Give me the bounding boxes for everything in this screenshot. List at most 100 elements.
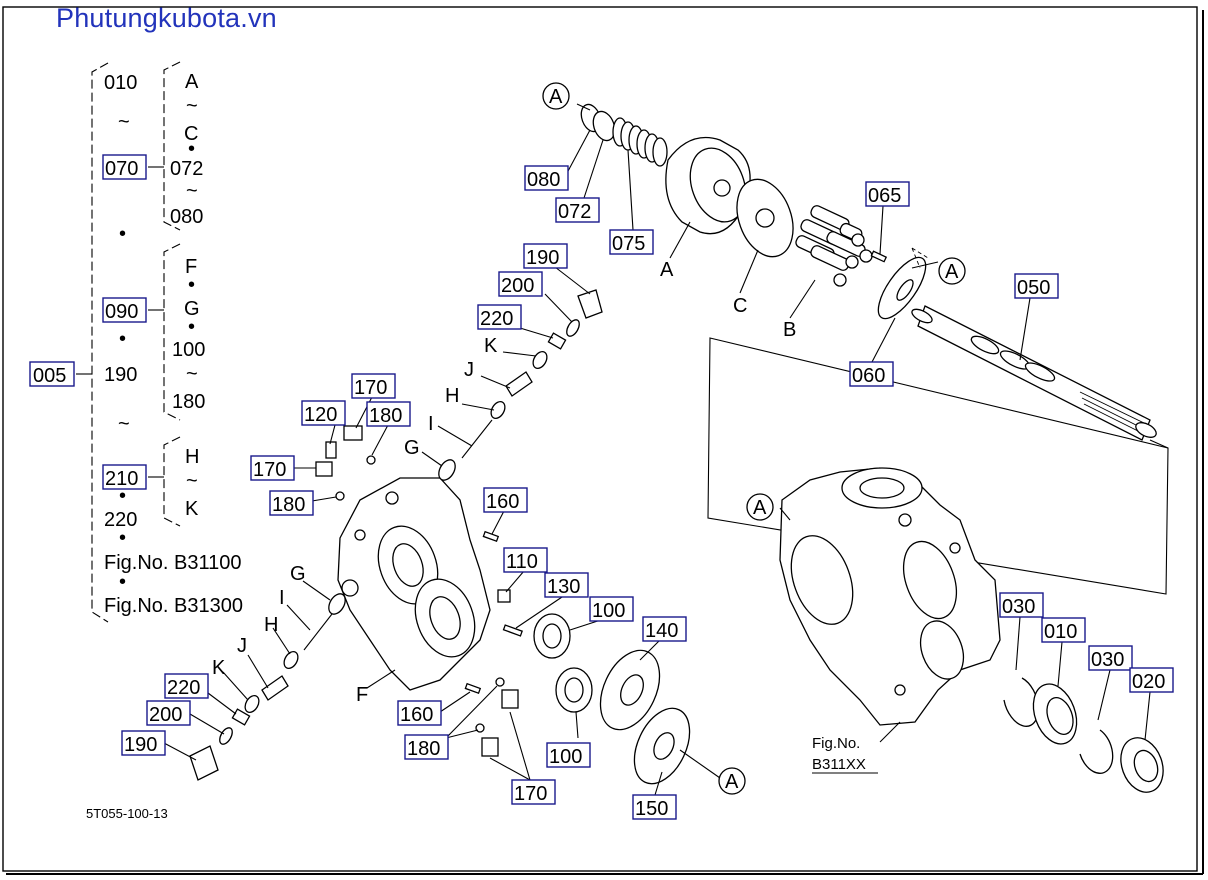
plug-110 [497, 589, 511, 603]
sub090-dot-2: • [188, 316, 195, 338]
box-060 [849, 361, 894, 387]
housing-bolt-3 [894, 684, 906, 696]
tree-190: 190 [104, 364, 137, 386]
part-G1 [438, 459, 456, 481]
upper-valve-stack [315, 289, 603, 637]
retainer-plate-hole [755, 208, 775, 228]
brace-090 [163, 243, 181, 421]
bearing-020-inner [1133, 749, 1159, 783]
plate-bolt-1 [385, 491, 399, 505]
o-ring-200b [219, 727, 233, 745]
callout-170b: 170 [253, 459, 286, 481]
diagram-border [2, 6, 1198, 872]
callout-060: 060 [852, 365, 885, 387]
tree-dot-3: • [119, 485, 126, 507]
box-010 [1041, 617, 1086, 643]
box-100b [546, 742, 591, 768]
callout-110: 110 [506, 551, 538, 573]
bearing-parts-right [1003, 677, 1164, 793]
box-180b [269, 490, 314, 516]
part-H2 [283, 650, 299, 670]
callout-100a: 100 [592, 600, 625, 622]
housing-bolt-2 [949, 542, 961, 554]
tree-090: 090 [105, 301, 138, 323]
box-170b [250, 455, 295, 481]
assembly-outline-frame [707, 337, 1169, 595]
needle-bearing-100a-inner [542, 623, 562, 649]
plate-bore-lower-inner [429, 596, 461, 640]
valve-plate-150-hole [653, 732, 675, 760]
plate-bolt-2 [354, 529, 366, 541]
callout-boxes: 080 072 075 065 050 060 190 200 220 170 … [121, 165, 1174, 820]
letter-A1: A [660, 259, 674, 281]
sub070-080: 080 [170, 206, 203, 228]
part-K2 [244, 694, 260, 714]
tree-outer-brace [91, 62, 109, 623]
sub090-g: G [184, 298, 200, 320]
box-080 [524, 165, 569, 191]
sub070-c: C [184, 123, 198, 145]
box-210 [102, 464, 147, 490]
needle-bearing-100b-inner [564, 677, 584, 703]
callout-030b: 030 [1091, 649, 1124, 671]
root-box [29, 361, 75, 387]
site-watermark[interactable]: Phutungkubota.vn [56, 3, 277, 33]
cylinder-block-group [580, 103, 1169, 449]
letter-J2: J [237, 635, 247, 657]
part-K1 [532, 350, 548, 370]
pistons-B [795, 205, 873, 287]
cylinder-bore [713, 179, 731, 197]
circle-A-plate-label: A [725, 771, 739, 793]
brace-070 [163, 61, 181, 231]
lower-bearings [464, 613, 691, 785]
sub070-072: 072 [170, 158, 203, 180]
circled-markers: A A A A [542, 82, 966, 795]
sub090-f: F [185, 256, 197, 278]
callout-180b: 180 [272, 494, 305, 516]
pin-130 [502, 624, 523, 637]
sub070-tilde-2: ~ [186, 180, 198, 202]
tree-dot-4: • [119, 527, 126, 549]
tree-tilde-2: ~ [118, 413, 130, 435]
sub090-100: 100 [172, 339, 205, 361]
drawing-code: 5T055-100-13 [86, 806, 168, 821]
pin-065 [870, 250, 888, 263]
housing-bore-3 [919, 620, 965, 680]
letter-G1: G [404, 437, 420, 459]
sub090-dot-1: • [188, 274, 195, 296]
tree-fig-2: Fig.No. B31300 [104, 595, 243, 617]
callout-190a: 190 [526, 247, 559, 269]
box-200a [498, 271, 543, 297]
callout-200a: 200 [501, 275, 534, 297]
tree-220: 220 [104, 509, 137, 531]
callout-010: 010 [1044, 621, 1077, 643]
box-110 [503, 547, 548, 573]
letter-I2: I [279, 587, 285, 609]
callout-220a: 220 [480, 308, 513, 330]
callout-020: 020 [1132, 671, 1165, 693]
tree-tilde-1: ~ [118, 111, 130, 133]
callout-075: 075 [612, 233, 645, 255]
circle-A-housing-label: A [753, 497, 767, 519]
box-065 [865, 181, 910, 207]
o-ring-180a [366, 455, 376, 465]
box-180c [404, 734, 449, 760]
callout-120: 120 [304, 404, 337, 426]
spring-075 [612, 117, 668, 167]
tree-dot-2: • [119, 328, 126, 350]
callout-100b: 100 [549, 746, 582, 768]
box-030a [999, 592, 1044, 618]
callout-050: 050 [1017, 277, 1050, 299]
plug-170d [481, 737, 499, 757]
box-090 [102, 297, 147, 323]
letter-I1: I [428, 413, 434, 435]
callout-030a: 030 [1002, 596, 1035, 618]
box-150 [632, 794, 677, 820]
circle-A-swash-label: A [945, 261, 959, 283]
callout-200b: 200 [149, 704, 182, 726]
callout-072: 072 [558, 201, 591, 223]
plug-170a [343, 425, 363, 441]
washer-072 [592, 110, 616, 142]
plate-port-g [341, 579, 359, 597]
